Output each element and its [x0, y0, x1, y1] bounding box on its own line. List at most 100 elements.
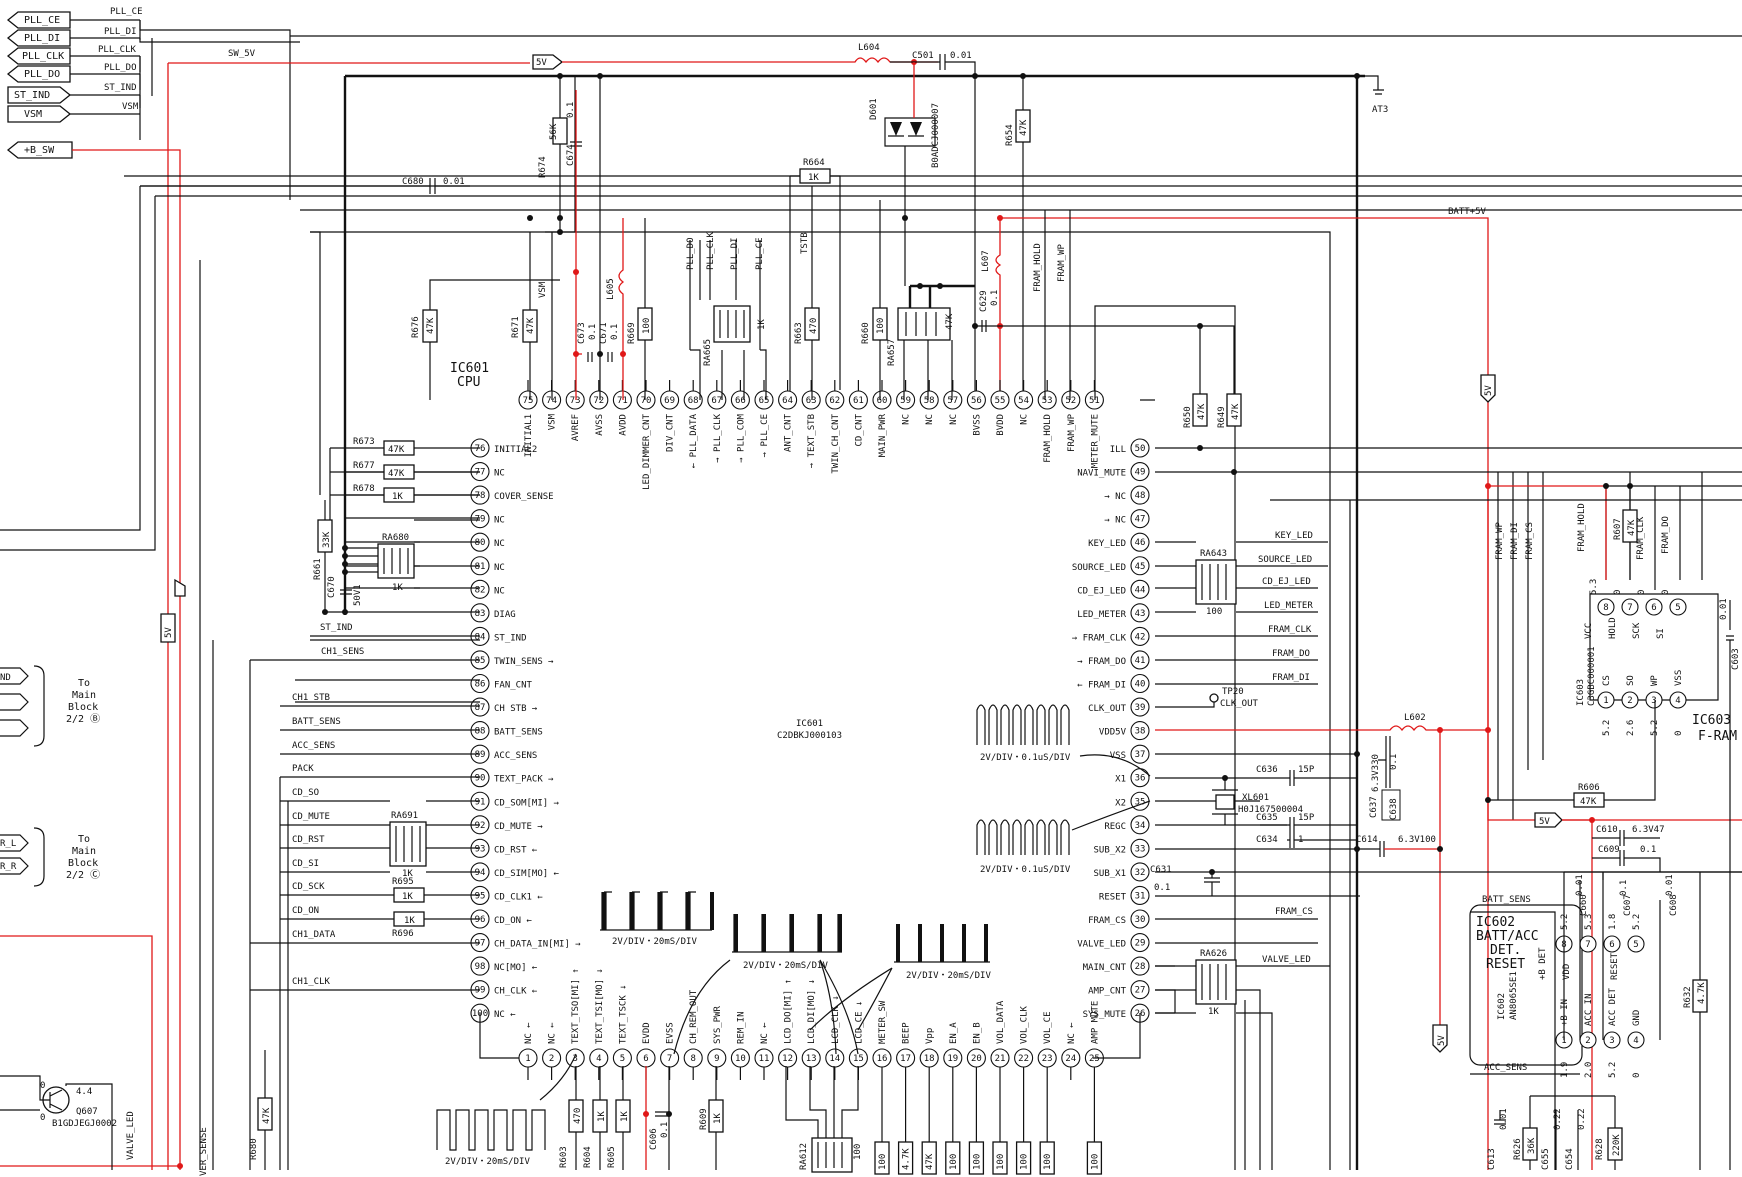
svg-text:100: 100 [878, 1154, 888, 1170]
svg-text:PLL_CLK: PLL_CLK [98, 45, 137, 55]
svg-text:39: 39 [1135, 703, 1146, 713]
ic601-pin-label: ST_IND [494, 633, 527, 643]
bottom-resistor: 100 [992, 1080, 1008, 1175]
svg-text:CH1_SENS: CH1_SENS [321, 647, 364, 657]
ic601-pin-label: NAVI_MUTE [1077, 469, 1126, 479]
svg-text:0.1: 0.1 [1154, 883, 1170, 893]
svg-text:100: 100 [642, 318, 652, 334]
svg-text:VSS: VSS [1674, 670, 1684, 686]
bottom-resistor: 100 [1086, 1080, 1103, 1175]
svg-text:1: 1 [1561, 1036, 1566, 1046]
ic601-pin-label: CD_SOM[MI] → [494, 798, 560, 808]
ic601-pin-label: BATT_SENS [494, 728, 543, 738]
svg-text:Main: Main [72, 846, 96, 857]
svg-text:1K: 1K [757, 319, 767, 330]
svg-text:2V/DIV・20mS/DIV: 2V/DIV・20mS/DIV [906, 971, 991, 981]
svg-text:75: 75 [523, 396, 534, 406]
svg-text:0.1: 0.1 [610, 324, 620, 340]
svg-text:R669: R669 [627, 322, 637, 344]
svg-text:7: 7 [1585, 940, 1590, 950]
ic601-pin-label: EVSS [666, 1022, 676, 1044]
ic601-pin-label: CH STB → [494, 704, 538, 714]
ic601-pin-label: CH_REM_OUT [689, 989, 699, 1044]
svg-text:35: 35 [1135, 797, 1146, 807]
svg-text:1K: 1K [392, 492, 403, 502]
svg-text:47K: 47K [388, 469, 405, 479]
svg-text:34: 34 [1135, 821, 1146, 831]
svg-text:5V: 5V [1539, 817, 1550, 827]
svg-text:1: 1 [1603, 696, 1608, 706]
ic601-pin-label: ILL [1110, 445, 1126, 455]
ic601-pin: 2NC ← [542, 1022, 562, 1068]
svg-text:C660: C660 [1579, 894, 1589, 916]
svg-text:C608: C608 [1669, 894, 1679, 916]
ic601-pin-label: ← FRAM_DI [1077, 681, 1126, 691]
svg-text:0.22: 0.22 [1577, 1108, 1587, 1130]
svg-text:23: 23 [1042, 1054, 1053, 1064]
svg-text:470: 470 [573, 1108, 583, 1124]
svg-text:R695: R695 [392, 877, 414, 887]
svg-text:C655: C655 [1541, 1148, 1551, 1170]
ic601-pin-label: BVSS [972, 414, 982, 436]
svg-text:95: 95 [475, 891, 486, 901]
svg-text:R673: R673 [353, 437, 375, 447]
svg-text:RA665: RA665 [703, 339, 713, 366]
svg-text:78: 78 [475, 491, 486, 501]
svg-text:TP20: TP20 [1222, 687, 1244, 697]
ic601-pin-label: BEEP [902, 1022, 912, 1044]
svg-text:38: 38 [1135, 727, 1146, 737]
svg-text:2V/DIV・20mS/DIV: 2V/DIV・20mS/DIV [445, 1157, 530, 1167]
svg-text:PLL_DO: PLL_DO [104, 63, 137, 73]
svg-text:5: 5 [620, 1054, 625, 1064]
ic601-pin-label: CLK_OUT [1088, 704, 1127, 714]
ic601-pin-label: X1 [1115, 775, 1126, 785]
svg-text:RA691: RA691 [391, 811, 418, 821]
svg-text:R649: R649 [1217, 406, 1227, 428]
svg-text:0.01: 0.01 [1719, 598, 1729, 620]
svg-text:CLK_OUT: CLK_OUT [1220, 699, 1259, 709]
svg-text:ND: ND [0, 673, 11, 683]
svg-text:60: 60 [877, 396, 888, 406]
svg-text:CD_RST: CD_RST [292, 835, 325, 845]
svg-text:C631: C631 [1150, 865, 1172, 875]
svg-text:50V1: 50V1 [353, 584, 363, 606]
svg-text:90: 90 [475, 774, 486, 784]
svg-text:470: 470 [809, 318, 819, 334]
svg-text:36: 36 [1135, 774, 1146, 784]
ic601-pin-label: TEXT_TSI[MO] ↓ [595, 968, 605, 1044]
svg-text:ST_IND: ST_IND [104, 83, 137, 93]
svg-text:5.2: 5.2 [1632, 914, 1642, 930]
ic601-pin-label: EN_B [972, 1022, 982, 1044]
svg-text:1K: 1K [713, 1113, 723, 1124]
svg-text:15P: 15P [1298, 813, 1315, 823]
ic601-pin-label: CD_MUTE → [494, 822, 543, 832]
ic601-pin: 48→ NC [1104, 485, 1150, 505]
svg-text:2/2 Ⓑ: 2/2 Ⓑ [66, 713, 100, 725]
ic601-pin-label: VSS [1110, 751, 1126, 761]
svg-text:PLL_DI: PLL_DI [24, 33, 60, 44]
svg-text:C2DBKJ000103: C2DBKJ000103 [777, 731, 842, 741]
ic601-pin-label: NC [949, 414, 959, 425]
ic601-pin-label: → NC [1104, 492, 1126, 502]
svg-text:56K: 56K [549, 123, 559, 140]
d601-diode: D601 B0ADCJ000007 [869, 62, 941, 221]
svg-text:PLL_CE: PLL_CE [755, 237, 765, 270]
svg-text:R664: R664 [803, 158, 825, 168]
svg-text:FRAM_HOLD: FRAM_HOLD [1033, 243, 1043, 292]
